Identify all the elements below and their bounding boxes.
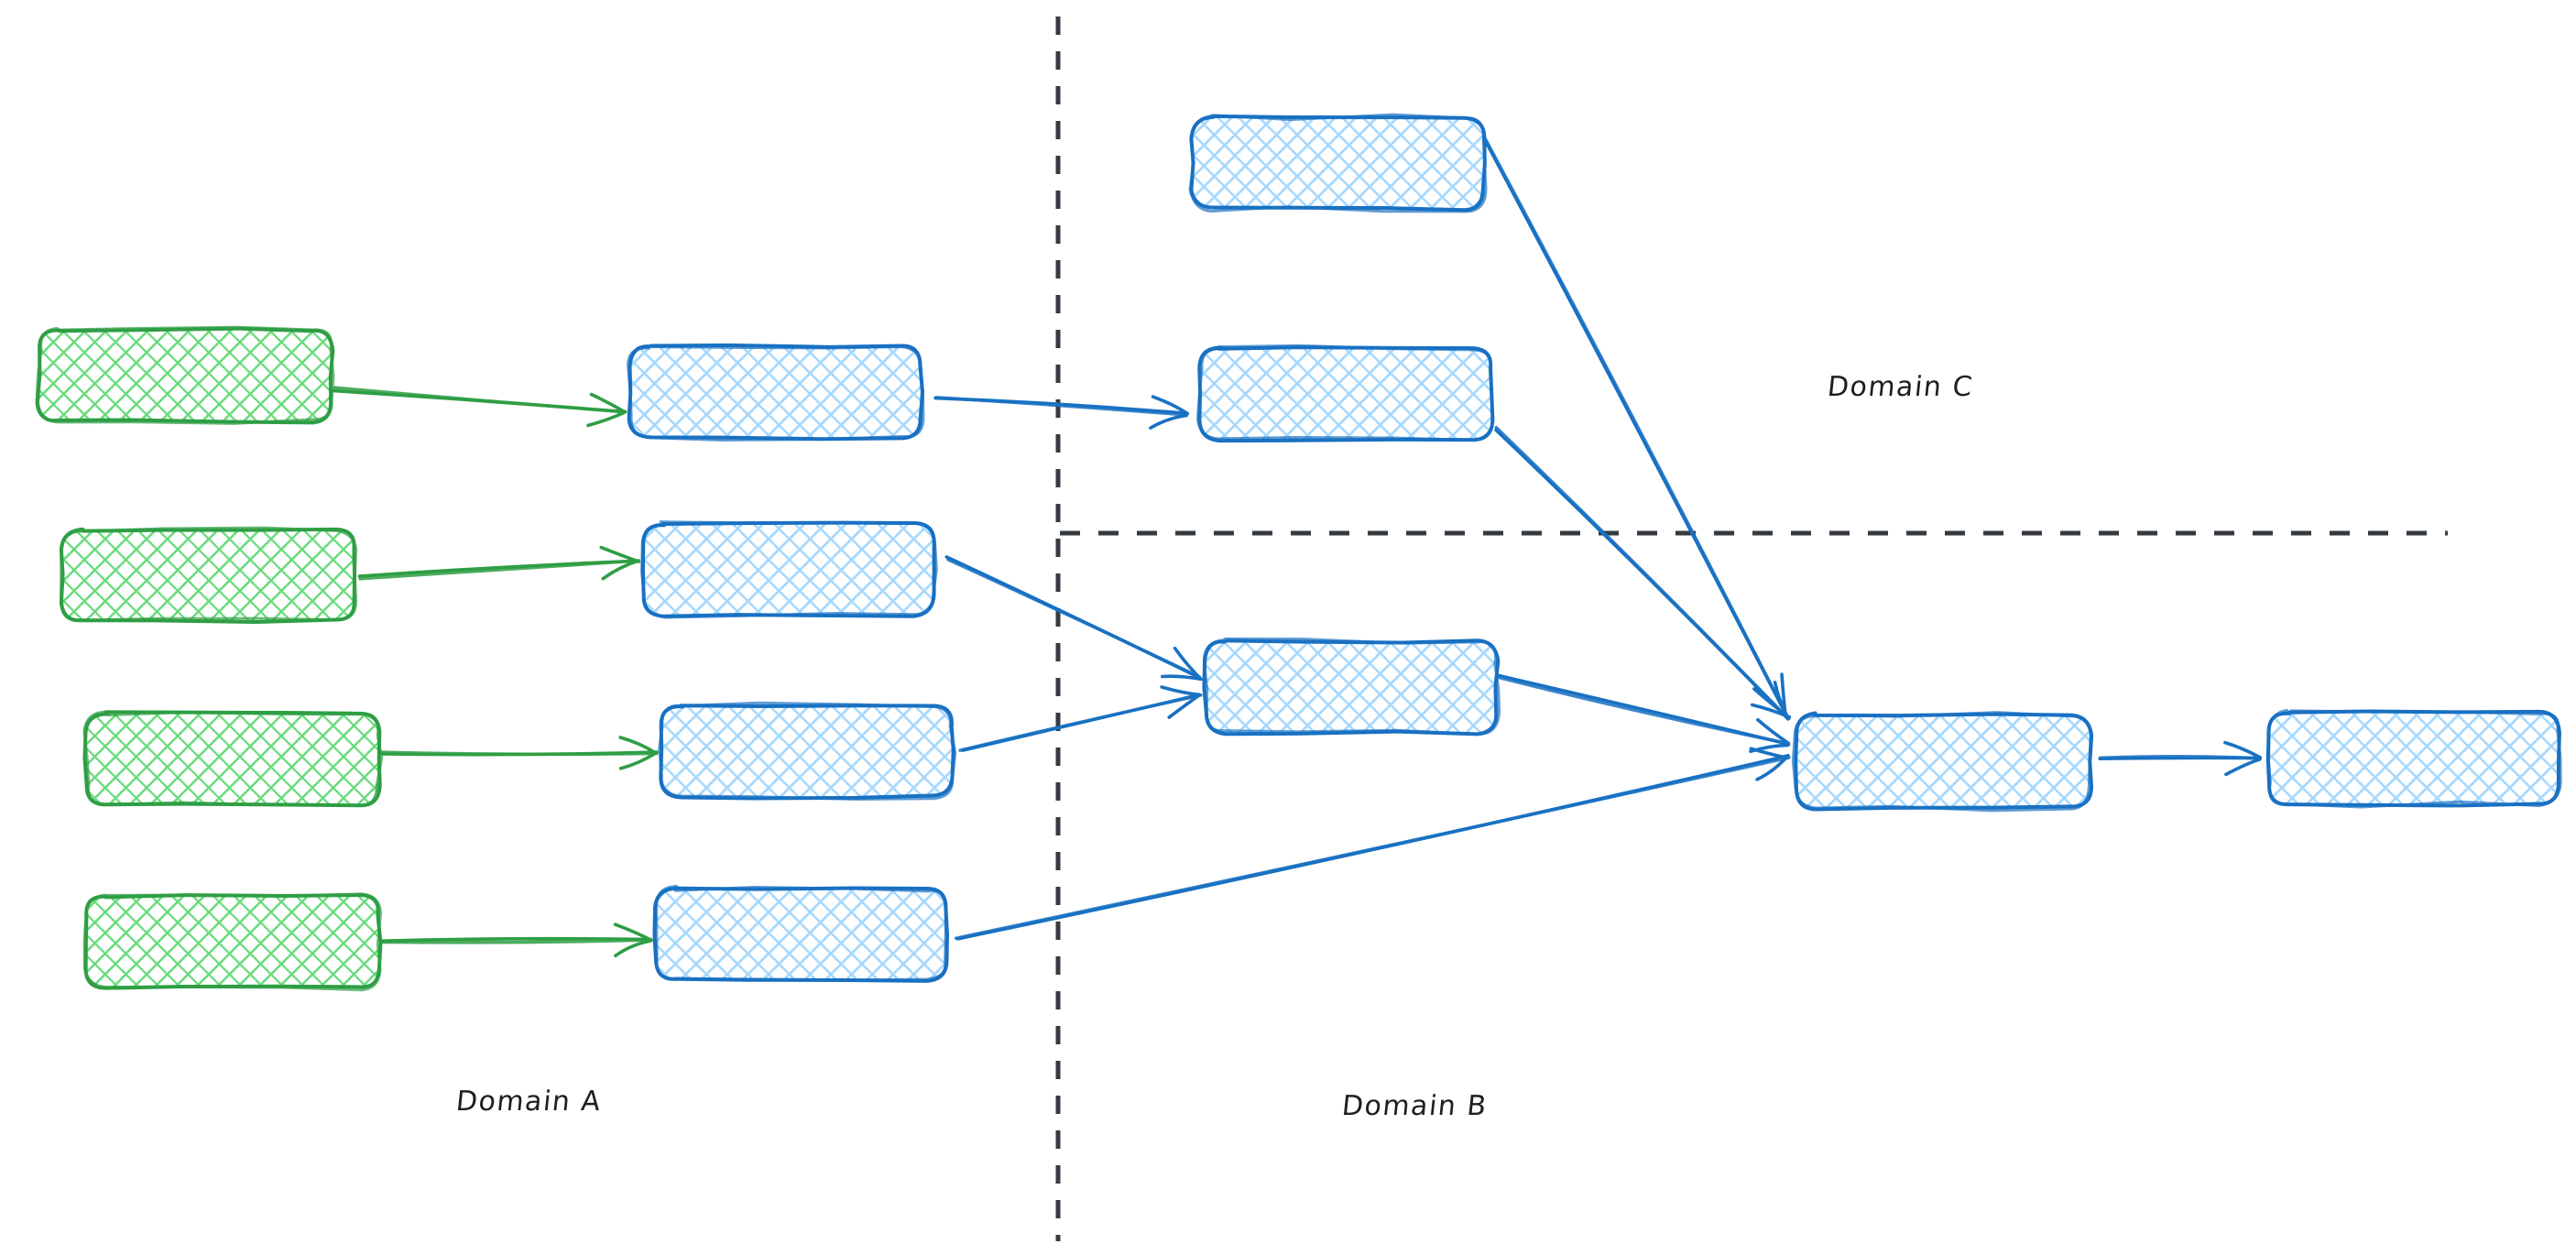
node-fill-hatch bbox=[1193, 117, 1484, 209]
node-fill-hatch bbox=[1796, 715, 2090, 808]
node-outline bbox=[1188, 113, 1488, 213]
domain-b-label: Domain B bbox=[1340, 1090, 1490, 1122]
edge-a2-to-b2[interactable] bbox=[357, 545, 641, 581]
node-b2[interactable] bbox=[640, 520, 938, 619]
edge-c2-to-hub[interactable] bbox=[1494, 425, 1792, 721]
edge-b1-to-c2[interactable] bbox=[933, 395, 1190, 430]
node-b4[interactable] bbox=[652, 884, 949, 983]
node-outline bbox=[658, 701, 957, 801]
node-fill-hatch bbox=[86, 896, 379, 988]
node-hitbox-b3[interactable] bbox=[661, 705, 953, 797]
node-hitbox-hub[interactable] bbox=[1796, 715, 2090, 808]
node-hitbox-b2[interactable] bbox=[643, 524, 934, 616]
node-a2[interactable] bbox=[59, 526, 358, 624]
node-fill-hatch bbox=[630, 346, 922, 438]
node-hitbox-b4[interactable] bbox=[656, 889, 947, 980]
node-c1[interactable] bbox=[1188, 113, 1488, 213]
node-fill-hatch bbox=[1200, 348, 1491, 440]
node-fill-hatch bbox=[1206, 641, 1497, 733]
nodes-layer bbox=[35, 113, 2562, 992]
node-outline bbox=[82, 710, 384, 807]
node-hitbox-b1[interactable] bbox=[630, 346, 922, 438]
node-c3[interactable] bbox=[1202, 637, 1501, 737]
node-outline bbox=[82, 892, 383, 992]
node-fill-hatch bbox=[2268, 713, 2560, 804]
node-outline bbox=[1202, 637, 1501, 736]
edges-layer bbox=[330, 135, 2263, 958]
node-hitbox-c2[interactable] bbox=[1200, 348, 1491, 440]
edge-c3-to-hub[interactable] bbox=[1496, 673, 1791, 753]
node-a3[interactable] bbox=[82, 710, 384, 808]
node-b3[interactable] bbox=[658, 701, 957, 801]
edge-b3-to-c3[interactable] bbox=[958, 685, 1203, 752]
node-b1[interactable] bbox=[627, 343, 925, 442]
node-fill-hatch bbox=[38, 330, 332, 421]
node-outline bbox=[640, 520, 938, 619]
node-c2[interactable] bbox=[1195, 344, 1495, 443]
edge-a1-to-b1[interactable] bbox=[330, 386, 628, 428]
node-outline bbox=[1791, 711, 2092, 813]
node-fill-hatch bbox=[86, 713, 379, 804]
node-fill-hatch bbox=[656, 889, 947, 980]
node-hitbox-a4[interactable] bbox=[86, 896, 379, 988]
node-hitbox-a1[interactable] bbox=[38, 330, 332, 421]
edge-b4-to-hub[interactable] bbox=[954, 747, 1791, 941]
node-outline bbox=[2267, 708, 2562, 809]
node-outline bbox=[60, 526, 358, 623]
node-fill-hatch bbox=[62, 529, 355, 621]
node-hitbox-a3[interactable] bbox=[86, 713, 379, 804]
node-outline bbox=[627, 344, 925, 442]
node-a1[interactable] bbox=[35, 325, 335, 425]
node-hub[interactable] bbox=[1791, 711, 2094, 813]
node-hitbox-c1[interactable] bbox=[1193, 117, 1484, 209]
node-a4[interactable] bbox=[82, 892, 383, 992]
node-hitbox-sink[interactable] bbox=[2268, 713, 2560, 804]
node-outline bbox=[1195, 344, 1494, 442]
edge-hub-to-sink[interactable] bbox=[2098, 740, 2263, 777]
node-hitbox-a2[interactable] bbox=[62, 529, 355, 621]
domain-c-label: Domain C bbox=[1826, 371, 1975, 403]
node-outline bbox=[655, 884, 947, 982]
edge-c1-to-hub[interactable] bbox=[1481, 135, 1787, 715]
node-fill-hatch bbox=[643, 524, 934, 616]
node-fill-hatch bbox=[661, 705, 953, 797]
dividers-layer bbox=[1055, 16, 2448, 1241]
node-sink[interactable] bbox=[2265, 708, 2562, 809]
domain-a-label: Domain A bbox=[454, 1086, 604, 1118]
node-hitbox-c3[interactable] bbox=[1206, 641, 1497, 733]
edge-a4-to-b4[interactable] bbox=[381, 922, 654, 958]
node-outline bbox=[35, 325, 335, 425]
edge-b2-to-c3[interactable] bbox=[944, 555, 1203, 682]
edge-a3-to-b3[interactable] bbox=[380, 736, 659, 770]
